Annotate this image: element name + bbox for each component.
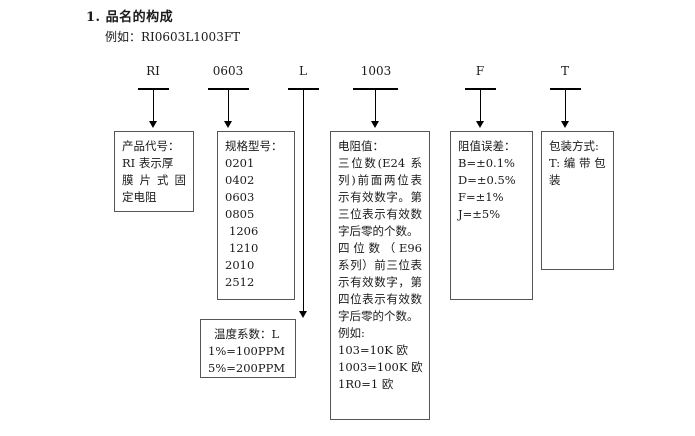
size-value: 2512 <box>225 275 255 289</box>
connector-line-packaging-code <box>565 88 566 122</box>
size-value: 2010 <box>225 258 255 272</box>
connector-arrow-product-code <box>149 121 157 128</box>
segment-label-size-code: 0603 <box>212 64 244 78</box>
connector-arrow-resistance-code <box>371 121 379 128</box>
box-temperature-title: 温度系数：L <box>214 327 280 341</box>
box-resistance-title: 电阻值： <box>338 139 384 153</box>
resistance-example-label: 例如: <box>338 326 365 340</box>
tolerance-value: J=±5% <box>458 207 501 221</box>
size-value: 0805 <box>225 207 255 221</box>
resistance-example: 103=10K 欧 <box>338 343 408 357</box>
connector-line-temperature-code <box>303 88 304 313</box>
connector-line-size-code <box>228 88 229 122</box>
packaging-line: T: 编 带 包 <box>549 156 606 170</box>
size-value: 1206 <box>229 224 259 238</box>
connector-line-product-code <box>153 88 154 122</box>
tolerance-value: B=±0.1% <box>458 156 515 170</box>
temperature-value: 5%=200PPM <box>208 361 286 375</box>
tolerance-value: F=±1% <box>458 190 504 204</box>
size-value: 1210 <box>229 241 259 255</box>
segment-label-tolerance-code: F <box>475 64 485 78</box>
tolerance-value: D=±0.5% <box>458 173 516 187</box>
title-text: 品名的构成 <box>105 10 174 25</box>
box-resistance-value: 电阻值： 三位数(E24 系列)前面两位表示有效数字。第三位表示有效数字后零的个… <box>330 131 430 420</box>
box-product-code-line: 定电阻 <box>122 190 157 204</box>
box-product-code-title: 产品代号： <box>122 139 180 153</box>
size-value: 0201 <box>225 156 255 170</box>
box-temperature-coefficient: 温度系数：L 1%=100PPM 5%=200PPM <box>200 319 296 378</box>
resistance-example: 1R0=1 欧 <box>338 377 394 391</box>
example-part-number: 例如：RI0603L1003FT <box>105 30 241 44</box>
segment-label-product-code: RI <box>146 64 160 78</box>
connector-arrow-tolerance-code <box>476 121 484 128</box>
box-product-code: 产品代号： RI 表示厚 膜片式固 定电阻 <box>114 131 194 212</box>
title-number: 1. <box>86 10 101 25</box>
resistance-rule-e24: 三位数(E24 系列)前面两位表示有效数字。第三位表示有效数字后零的个数。 <box>338 156 422 238</box>
box-product-code-line: RI 表示厚 <box>122 156 174 170</box>
box-size-code: 规格型号： 0201 0402 0603 0805 1206 1210 2010… <box>217 131 295 300</box>
box-tolerance-title: 阻值误差： <box>458 139 516 153</box>
box-tolerance: 阻值误差： B=±0.1% D=±0.5% F=±1% J=±5% <box>450 131 533 300</box>
segment-label-temperature-code: L <box>299 64 307 78</box>
box-size-title: 规格型号： <box>225 139 283 153</box>
size-value: 0603 <box>225 190 255 204</box>
connector-arrow-temperature-code <box>299 311 307 318</box>
resistance-example: 1003=100K 欧 <box>338 360 423 374</box>
segment-label-packaging-code: T <box>560 64 569 78</box>
temperature-value: 1%=100PPM <box>208 344 286 358</box>
connector-line-resistance-code <box>375 88 376 122</box>
box-packaging: 包装方式: T: 编 带 包 装 <box>541 131 614 270</box>
page-title: 1. 品名的构成 <box>86 6 173 25</box>
packaging-line: 装 <box>549 173 561 187</box>
segment-label-resistance-code: 1003 <box>360 64 392 78</box>
box-product-code-line: 膜片式固 <box>122 173 186 187</box>
box-packaging-title: 包装方式: <box>549 139 599 153</box>
connector-arrow-packaging-code <box>561 121 569 128</box>
connector-line-tolerance-code <box>480 88 481 122</box>
size-value: 0402 <box>225 173 255 187</box>
connector-arrow-size-code <box>224 121 232 128</box>
resistance-rule-e96: 四位数（E96 系列）前三位表示有效数字，第四位表示有效数字后零的个数。 <box>338 241 422 323</box>
